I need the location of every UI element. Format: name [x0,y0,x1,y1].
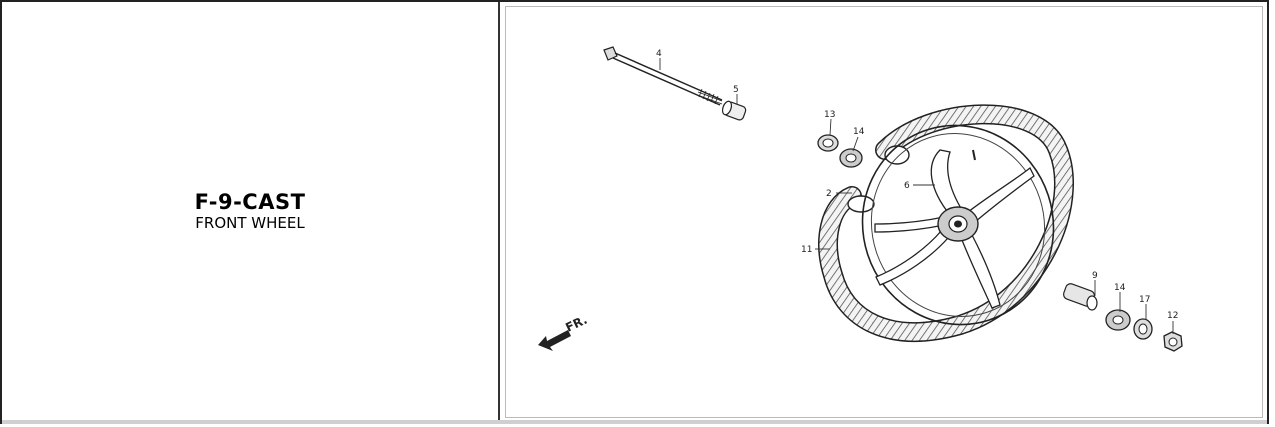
callout-2: 2 [826,189,832,199]
axle-nut [1163,331,1183,352]
callout-13: 13 [824,110,835,120]
callout-11: 11 [801,245,812,255]
part-info-cell: F-9-CAST FRONT WHEEL [2,2,498,420]
front-direction-arrow: FR. [538,313,589,351]
leader-lines [659,58,1174,334]
part-code: F-9-CAST [194,190,306,214]
washer [1133,318,1153,340]
dust-seal [817,134,839,152]
callout-17: 17 [1139,295,1150,305]
direction-label: FR. [563,313,589,335]
callout-14-upper: 14 [853,127,865,137]
front-tire [818,104,1074,342]
side-collar [1062,283,1098,311]
callout-9: 9 [1092,271,1098,281]
exploded-diagram-cell: 4 5 13 14 2 6 11 9 14 17 12 FR. [500,2,1267,420]
bearing-lower [1105,309,1131,331]
cell-divider [498,2,500,422]
callout-14-lower: 14 [1114,283,1126,293]
callout-numbers: 4 5 13 14 2 6 11 9 14 17 12 [656,49,1178,321]
front-wheel-exploded-diagram: 4 5 13 14 2 6 11 9 14 17 12 FR. [538,46,1183,352]
axle-bolt [603,46,723,106]
cast-wheel-rim [861,124,1055,326]
table-bottom-border [2,420,1267,424]
axle-spacer [721,100,747,121]
bearing-upper [839,148,863,168]
callout-6: 6 [904,181,910,191]
callout-12: 12 [1167,311,1178,321]
diagram-frame [505,6,1263,418]
callout-5: 5 [733,85,739,95]
callout-4: 4 [656,49,662,59]
part-title: FRONT WHEEL [195,214,305,232]
